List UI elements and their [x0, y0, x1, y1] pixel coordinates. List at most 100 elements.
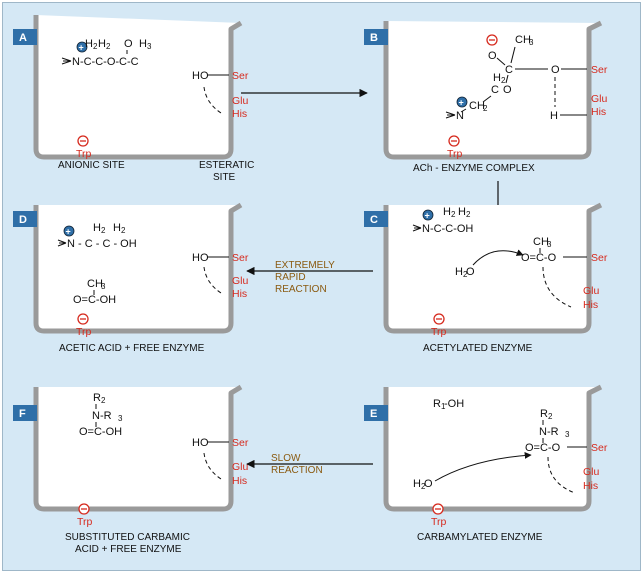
- oxygen-label: O: [488, 50, 497, 62]
- residue-trp: Trp: [76, 326, 92, 338]
- caption-acetylated-enzyme: ACETYLATED ENZYME: [423, 343, 533, 354]
- residue-ser: Ser: [232, 437, 249, 449]
- residue-ser: Ser: [232, 252, 249, 264]
- carbamic-acid-formula: O=C-OH: [79, 426, 122, 438]
- panel-c: C + H 2 H 2 N-C-C-OH CH 3 O=C-O Ser Glu …: [364, 202, 608, 354]
- subscript-2: 2: [106, 42, 111, 51]
- nucleophilic-attack-arrow: [472, 249, 524, 266]
- enzyme-well-a: [33, 15, 243, 160]
- hydrogen-label: H: [85, 38, 93, 50]
- subscript-2: 2: [501, 76, 506, 85]
- plus-sign: +: [425, 211, 430, 221]
- subscript-2: 2: [421, 482, 426, 491]
- caption-substituted-carbamic: SUBSTITUTED CARBAMIC: [65, 532, 190, 543]
- residue-glu: Glu: [232, 461, 249, 473]
- reaction-label-reaction: REACTION: [271, 465, 323, 476]
- panel-letter-badge: [13, 211, 37, 227]
- oxygen-label: O: [503, 84, 512, 96]
- subscript-2: 2: [463, 270, 468, 279]
- reaction-label-slow: SLOW: [271, 453, 301, 464]
- panel-letter: B: [370, 32, 378, 44]
- hydroxyl-label: HO: [192, 437, 209, 449]
- panel-b: B CH 3 O C O Ser H Glu His H 2 C O CH 2 …: [364, 20, 608, 174]
- caption-acetic-acid-free-enzyme: ACETIC ACID + FREE ENZYME: [59, 343, 205, 354]
- enzyme-well-c: [383, 202, 603, 334]
- residue-trp: Trp: [77, 516, 93, 528]
- reaction-label-extremely: EXTREMELY: [275, 260, 335, 271]
- residue-his: His: [583, 299, 598, 311]
- hydrogen-label: H: [443, 206, 451, 218]
- hydroxyl-label: HO: [192, 252, 209, 264]
- subscript-3: 3: [547, 240, 552, 249]
- choline-chain: N-C-C-OH: [422, 223, 473, 235]
- caption-carbamylated-enzyme: CARBAMYLATED ENZYME: [417, 532, 543, 543]
- subscript-3: 3: [147, 42, 152, 51]
- panel-f: F R 2 N-R 3 O=C-OH HO Ser Glu His Trp SU…: [13, 384, 249, 555]
- panel-d: D + H 2 H 2 N - C - C - OH CH 3 O=C-OH H…: [13, 202, 249, 354]
- subscript-3: 3: [565, 430, 570, 439]
- enzyme-well-d: [33, 202, 243, 334]
- hydroxyl-label: HO: [192, 70, 209, 82]
- nitrogen-label: N: [456, 110, 464, 122]
- residue-his: His: [591, 106, 606, 118]
- r2-group-label: R: [540, 408, 548, 420]
- residue-ser: Ser: [591, 442, 608, 454]
- positive-charge-icon: [422, 209, 434, 221]
- subscript-2: 2: [93, 42, 98, 51]
- caption-anionic-site: ANIONIC SITE: [58, 160, 125, 171]
- enzyme-well-f: [33, 384, 243, 512]
- methyl-label: CH: [515, 34, 531, 46]
- reaction-label-reaction: REACTION: [275, 284, 327, 295]
- residue-glu: Glu: [583, 466, 600, 478]
- hydrogen-label: H: [493, 72, 501, 84]
- caption-ach-enzyme-complex: ACh - ENZYME COMPLEX: [413, 163, 535, 174]
- acetic-acid-formula: O=C-OH: [73, 294, 116, 306]
- panel-letter-badge: [13, 405, 37, 421]
- panel-letter-badge: [364, 29, 388, 45]
- panel-letter: E: [370, 408, 377, 420]
- panel-letter: F: [19, 408, 26, 420]
- carbamyl-ester-formula: O=C-O: [525, 442, 561, 454]
- panel-letter: D: [19, 214, 27, 226]
- residue-his: His: [232, 475, 247, 487]
- subscript-2: 2: [548, 412, 553, 421]
- caption-esteratic: ESTERATIC: [199, 160, 254, 171]
- hydrogen-label: H: [139, 38, 147, 50]
- caption-acid-free-enzyme: ACID + FREE ENZYME: [75, 544, 182, 555]
- residue-glu: Glu: [232, 95, 249, 107]
- hydrogen-label: H: [98, 38, 106, 50]
- residue-glu: Glu: [232, 275, 249, 287]
- hydrogen-label: H: [93, 222, 101, 234]
- enzyme-mechanism-diagram: A + H 2 H 2 O H 3 N-C-C-O-C-C HO Ser Glu…: [13, 15, 608, 555]
- residue-his: His: [583, 480, 598, 492]
- panel-letter-badge: [364, 211, 388, 227]
- residue-trp: Trp: [431, 516, 447, 528]
- residue-ser: Ser: [591, 252, 608, 264]
- residue-trp: Trp: [76, 148, 92, 160]
- water-label: H O: [455, 266, 475, 278]
- panel-a: A + H 2 H 2 O H 3 N-C-C-O-C-C HO Ser Glu…: [13, 15, 254, 183]
- panel-letter: A: [19, 32, 27, 44]
- oxygen-label: O: [124, 38, 133, 50]
- plus-sign: +: [79, 43, 84, 53]
- hydrogen-label: H: [458, 206, 466, 218]
- choline-chain: N - C - C - OH: [67, 238, 137, 250]
- oxygen-label: O: [551, 64, 560, 76]
- residue-ser: Ser: [591, 64, 608, 76]
- plus-sign: +: [66, 227, 71, 237]
- residue-ser: Ser: [232, 70, 249, 82]
- r1-alcohol-label: R -OH: [433, 398, 464, 410]
- subscript-3: 3: [529, 38, 534, 47]
- panel-e: E R -OH 1 R 2 N-R 3 O=C-O Ser Glu His H …: [364, 384, 608, 543]
- methyl-label: CH: [533, 236, 549, 248]
- methyl-label: CH: [87, 278, 103, 290]
- carbon-label: C: [505, 64, 513, 76]
- subscript-2: 2: [466, 210, 471, 219]
- n-r3-label: N-R: [92, 410, 112, 422]
- subscript-2: 2: [483, 104, 488, 113]
- residue-trp: Trp: [431, 326, 447, 338]
- water-label: H O: [413, 478, 433, 490]
- n-r3-label: N-R: [539, 426, 559, 438]
- carbon-label: C: [491, 84, 499, 96]
- residue-glu: Glu: [583, 285, 600, 297]
